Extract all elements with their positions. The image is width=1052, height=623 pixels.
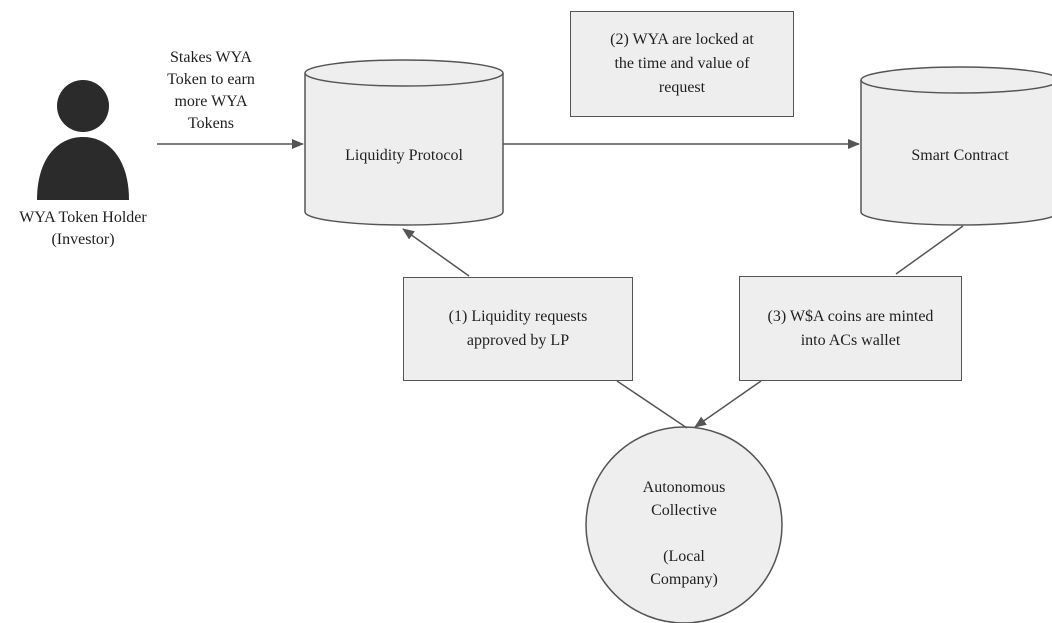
liquidity-protocol-cylinder [304, 59, 504, 226]
step1-box: (1) Liquidity requests approved by LP [403, 277, 633, 381]
step3-box: (3) W$A coins are minted into ACs wallet [739, 276, 962, 381]
investor-label-line1: WYA Token Holder [19, 209, 147, 226]
arrow-step1-to-lp [402, 228, 470, 277]
investor-label: WYA Token Holder (Investor) [0, 207, 166, 251]
collective-label: Autonomous Collective (Local Company) [642, 479, 726, 588]
smart-contract-label: Smart Contract [911, 147, 1009, 164]
liquidity-protocol-label: Liquidity Protocol [345, 147, 463, 164]
investor-label-line2: (Investor) [51, 231, 115, 248]
person-icon [37, 80, 129, 200]
stake-annotation: Stakes WYA Token to earn more WYA Tokens [167, 49, 255, 132]
autonomous-collective-circle [585, 426, 783, 623]
line-collective-to-step1 [616, 380, 688, 429]
arrow-step3-to-collective [694, 380, 762, 428]
line-smart-contract-to-step3 [895, 225, 964, 275]
step2-box: (2) WYA are locked at the time and value… [570, 11, 794, 117]
smart-contract-cylinder [860, 66, 1052, 226]
